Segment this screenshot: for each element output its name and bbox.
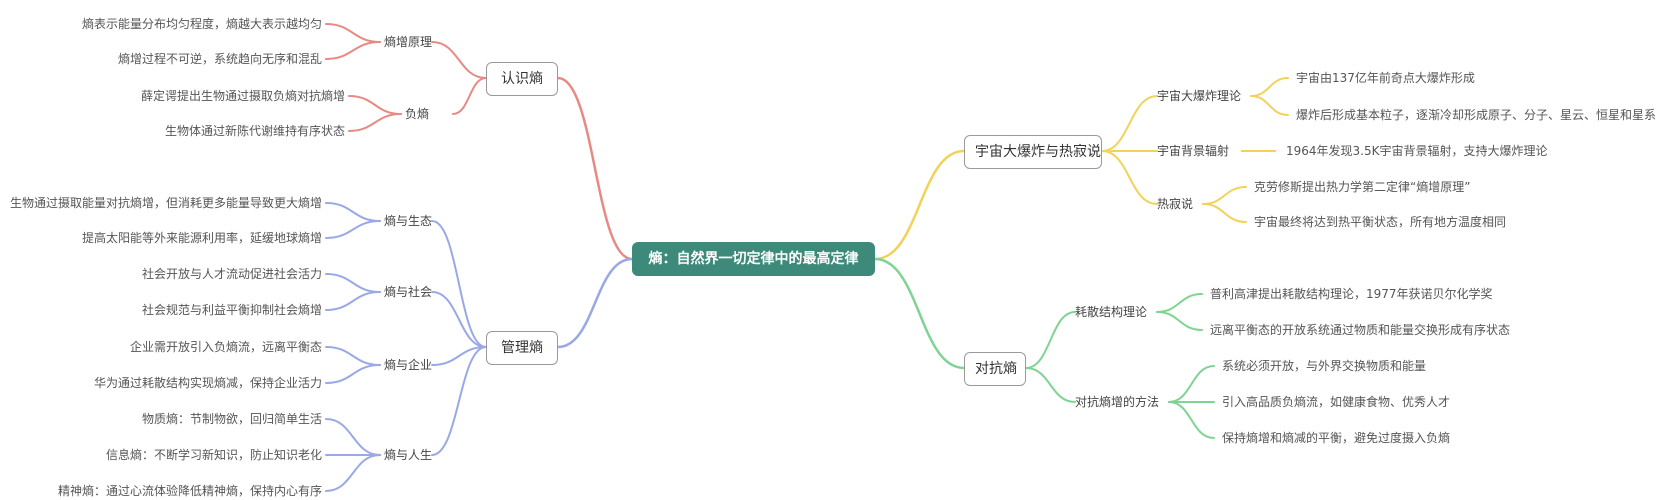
connector-topic-1-3: [431, 346, 487, 456]
connector-item-1-0-0: [325, 202, 381, 222]
connector-topic-r-0-0: [1101, 95, 1158, 152]
connector-item-r-0-0-0: [1250, 77, 1289, 97]
topic-0[interactable]: 认识熵: [486, 62, 558, 96]
leaf-1-3-2[interactable]: 精神熵：通过心流体验降低精神熵，保持内心有序: [57, 484, 322, 498]
leaf-r-1-1-1[interactable]: 引入高品质负熵流，如健康食物、优秀人才: [1222, 395, 1451, 409]
subtopic-1-1[interactable]: 熵与社会: [384, 285, 433, 299]
subtopic-r-1-0[interactable]: 耗散结构理论: [1075, 305, 1148, 319]
connector-item-r-1-1-0: [1168, 365, 1215, 403]
leaf-1-1-1[interactable]: 社会规范与利益平衡抑制社会熵增: [141, 303, 322, 317]
leaf-r-1-0-0[interactable]: 普利高津提出耗散结构理论，1977年获诺贝尔化学奖: [1210, 287, 1493, 301]
connector-item-r-0-2-0: [1202, 186, 1247, 205]
leaf-0-0-1[interactable]: 熵增过程不可逆，系统趋向无序和混乱: [117, 52, 322, 66]
subtopic-0-0[interactable]: 熵增原理: [384, 35, 433, 49]
leaf-r-1-0-1[interactable]: 远离平衡态的开放系统通过物质和能量交换形成有序状态: [1210, 323, 1511, 337]
leaf-r-1-1-0[interactable]: 系统必须开放，与外界交换物质和能量: [1222, 359, 1427, 373]
subtopic-1-0[interactable]: 熵与生态: [384, 214, 433, 228]
connector-root-0: [556, 76, 634, 261]
connector-item-1-3-2: [325, 454, 381, 492]
connector-item-1-1-1: [325, 291, 381, 311]
subtopic-r-0-1[interactable]: 宇宙背景辐射: [1157, 144, 1230, 158]
leaf-1-1-0[interactable]: 社会开放与人才流动促进社会活力: [141, 267, 322, 281]
connector-topic-1-0: [431, 220, 487, 348]
connector-item-0-1-0: [348, 95, 402, 115]
connector-topic-r-1-0: [1025, 311, 1076, 369]
connector-item-1-3-0: [325, 418, 381, 456]
leaf-0-1-1[interactable]: 生物体通过新陈代谢维持有序状态: [164, 124, 345, 138]
connector-topic-r-1-1: [1025, 367, 1076, 403]
connector-item-r-0-0-1: [1250, 95, 1289, 116]
leaf-1-0-0[interactable]: 生物通过摄取能量对抗熵增，但消耗更多能量导致更大熵增: [9, 196, 322, 210]
topic-r-0[interactable]: 宇宙大爆炸与热寂说: [964, 135, 1102, 169]
connector-item-r-1-0-1: [1156, 311, 1203, 331]
connector-topic-1-2: [431, 346, 487, 366]
connector-item-r-1-1-2: [1168, 401, 1215, 439]
connector-item-0-1-1: [348, 113, 402, 132]
leaf-0-1-0[interactable]: 薛定谔提出生物通过摄取负熵对抗熵增: [140, 89, 345, 103]
connector-topic-0-1: [452, 77, 487, 115]
leaf-r-1-1-2[interactable]: 保持熵增和熵减的平衡，避免过度摄入负熵: [1222, 431, 1451, 445]
leaf-1-2-0[interactable]: 企业需开放引入负熵流，远离平衡态: [129, 340, 322, 354]
subtopic-1-2[interactable]: 熵与企业: [384, 358, 433, 372]
subtopic-r-0-0[interactable]: 宇宙大爆炸理论: [1157, 89, 1242, 103]
leaf-1-2-1[interactable]: 华为通过耗散结构实现熵减，保持企业活力: [93, 376, 322, 390]
leaf-r-0-0-1[interactable]: 爆炸后形成基本粒子，逐渐冷却形成原子、分子、星云、恒星和星系: [1296, 108, 1657, 122]
subtopic-0-1[interactable]: 负熵: [405, 107, 430, 121]
connector-item-1-2-1: [325, 364, 381, 384]
connector-item-0-0-1: [325, 41, 381, 60]
connector-root-1: [556, 257, 634, 349]
leaf-1-3-1[interactable]: 信息熵：不断学习新知识，防止知识老化: [105, 448, 322, 462]
leaf-r-0-0-0[interactable]: 宇宙由137亿年前奇点大爆炸形成: [1296, 71, 1475, 85]
root-node[interactable]: 熵：自然界一切定律中的最高定律: [632, 242, 875, 276]
leaf-r-0-2-1[interactable]: 宇宙最终将达到热平衡状态，所有地方温度相同: [1254, 215, 1507, 229]
connector-item-r-1-0-0: [1156, 293, 1203, 313]
connector-item-1-2-0: [325, 346, 381, 366]
subtopic-1-3[interactable]: 熵与人生: [384, 448, 433, 462]
connector-item-1-0-1: [325, 220, 381, 239]
connector-root-r-1: [873, 257, 966, 370]
leaf-r-0-1-0[interactable]: 1964年发现3.5K宇宙背景辐射，支持大爆炸理论: [1286, 144, 1548, 158]
topic-1[interactable]: 管理熵: [486, 331, 558, 365]
connector-topic-r-0-2: [1101, 150, 1158, 205]
connector-root-r-0: [873, 149, 966, 261]
leaf-1-0-1[interactable]: 提高太阳能等外来能源利用率，延缓地球熵增: [81, 231, 322, 245]
subtopic-r-1-1[interactable]: 对抗熵增的方法: [1075, 395, 1160, 409]
connector-topic-1-1: [431, 291, 487, 348]
connector-item-0-0-0: [325, 23, 381, 43]
connector-item-r-0-2-1: [1202, 203, 1247, 223]
leaf-1-3-0[interactable]: 物质熵：节制物欲，回归简单生活: [141, 412, 322, 426]
connector-topic-0-0: [431, 41, 487, 79]
connector-item-1-1-0: [325, 273, 381, 293]
leaf-0-0-0[interactable]: 熵表示能量分布均匀程度，熵越大表示越均匀: [81, 17, 322, 31]
leaf-r-0-2-0[interactable]: 克劳修斯提出热力学第二定律“熵增原理”: [1254, 180, 1471, 194]
topic-r-1[interactable]: 对抗熵: [964, 352, 1026, 386]
subtopic-r-0-2[interactable]: 热寂说: [1157, 197, 1194, 211]
